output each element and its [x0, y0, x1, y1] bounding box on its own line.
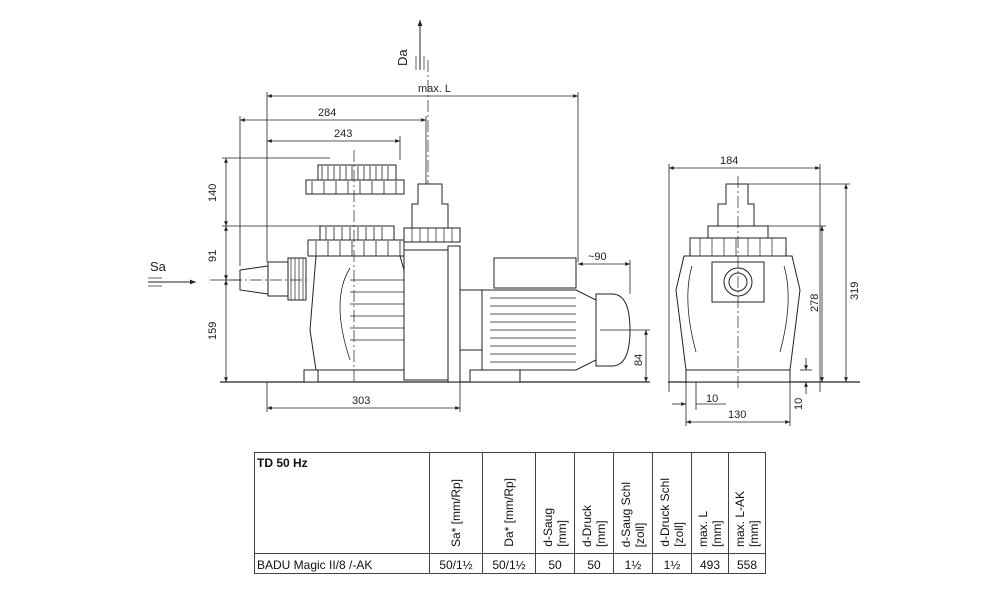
table-cell: 558	[728, 553, 766, 574]
dim-130: 130	[728, 409, 746, 421]
dim-10-vertical: 10	[793, 398, 805, 410]
col-header-label: d-Druck [mm]	[580, 504, 608, 547]
col-header-label: max. L-AK [mm]	[733, 490, 761, 547]
discharge-flow-arrow	[415, 20, 425, 70]
col-header-label: d-Saug Schl [zoll]	[619, 481, 647, 547]
front-view-dimensions	[668, 164, 850, 426]
pump-technical-drawing: Sa Da max. L 284 243 140 91 159 303 ~90 …	[148, 20, 861, 426]
col-header: d-Druck [mm]	[574, 452, 614, 554]
col-header: Sa* [mm/Rp]	[429, 452, 483, 554]
table-header-row: TD 50 Hz Sa* [mm/Rp] Da* [mm/Rp] d-Saug …	[254, 452, 766, 554]
col-header: Da* [mm/Rp]	[482, 452, 536, 554]
dim-91: 91	[207, 250, 219, 262]
col-header: d-Saug [mm]	[535, 452, 575, 554]
col-header: max. L [mm]	[691, 452, 729, 554]
suction-flow-arrow	[148, 277, 196, 287]
col-header: max. L-AK [mm]	[728, 452, 766, 554]
dim-10-horizontal: 10	[706, 393, 718, 405]
dim-303: 303	[352, 395, 370, 407]
strainer-lid-mounted	[307, 225, 405, 257]
col-header-label: d-Druck Schl [zoll]	[658, 478, 686, 547]
dim-90: ~90	[588, 251, 607, 263]
side-view-dimensions	[222, 92, 650, 412]
side-view	[210, 60, 650, 383]
table-cell: 1½	[613, 553, 653, 574]
front-view	[668, 176, 860, 390]
table-cell: 1½	[652, 553, 692, 574]
dim-140: 140	[207, 184, 219, 202]
dim-284: 284	[318, 107, 336, 119]
table-cell: 493	[691, 553, 729, 574]
dim-243: 243	[334, 128, 352, 140]
dim-278: 278	[809, 294, 821, 312]
discharge-label: Da	[395, 49, 410, 66]
table-cell: 50/1½	[482, 553, 536, 574]
col-header: d-Druck Schl [zoll]	[652, 452, 692, 554]
col-header-label: max. L [mm]	[696, 510, 724, 547]
strainer-lid-exploded	[305, 164, 405, 195]
table-cell: 50	[574, 553, 614, 574]
suction-label: Sa	[150, 259, 167, 274]
dim-184: 184	[720, 155, 738, 167]
col-header-label: d-Saug [mm]	[541, 508, 569, 547]
spec-table: TD 50 Hz Sa* [mm/Rp] Da* [mm/Rp] d-Saug …	[254, 452, 766, 574]
table-title: TD 50 Hz	[254, 452, 430, 554]
col-header-label: Da* [mm/Rp]	[502, 478, 516, 547]
table-cell: 50	[535, 553, 575, 574]
dim-84: 84	[633, 354, 645, 366]
dim-159: 159	[207, 322, 219, 340]
dim-max-l: max. L	[418, 83, 451, 95]
table-row: BADU Magic II/8 /-AK 50/1½ 50/1½ 50 50 1…	[254, 553, 766, 574]
table-cell: 50/1½	[429, 553, 483, 574]
col-header-label: Sa* [mm/Rp]	[449, 478, 463, 547]
model-name-cell: BADU Magic II/8 /-AK	[254, 553, 430, 574]
col-header: d-Saug Schl [zoll]	[613, 452, 653, 554]
dim-319: 319	[849, 282, 861, 300]
